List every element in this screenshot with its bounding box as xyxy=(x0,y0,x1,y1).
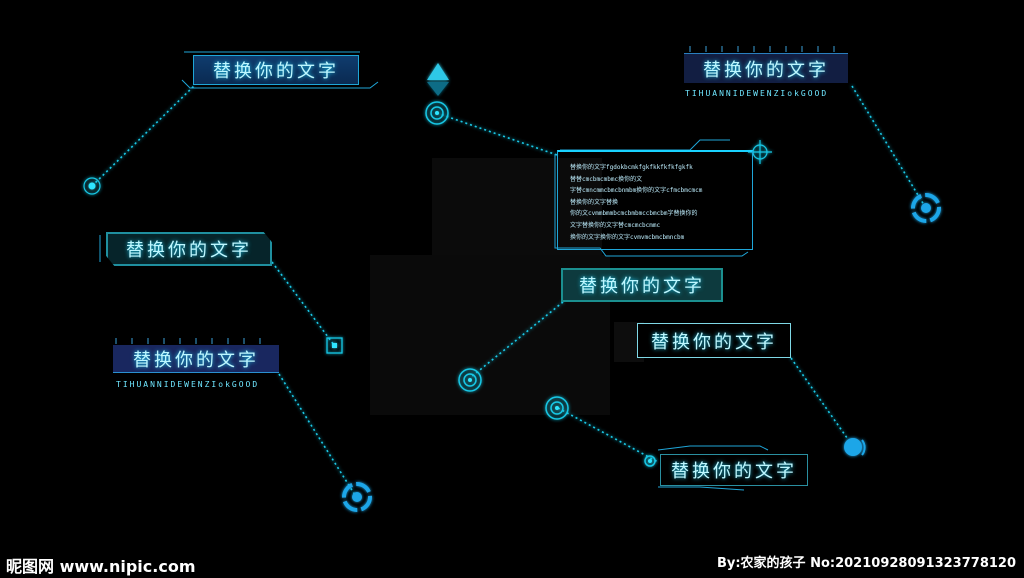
tick-scale xyxy=(115,46,835,344)
target-ring-icon xyxy=(425,101,449,125)
square-node-icon xyxy=(326,337,343,354)
label-box-3[interactable]: 替换你的文字 xyxy=(106,232,272,266)
connector-line xyxy=(851,85,925,206)
sub-caption: TIHUANNIDEWENZIokGOOD xyxy=(685,89,829,98)
cycle-arrow-icon xyxy=(844,438,866,456)
cycle-arrow-icon xyxy=(342,482,372,512)
info-line: 替换你的文字fgdokbcmkfgkfkkfkfkfgkfk xyxy=(570,164,693,171)
connector-line xyxy=(557,407,659,463)
pyramid-icon xyxy=(427,63,449,96)
label-box-6[interactable]: 替换你的文字 xyxy=(637,323,791,358)
connector-line xyxy=(278,373,356,496)
label-text: 替换你的文字 xyxy=(126,240,252,261)
label-text: 替换你的文字 xyxy=(133,349,259,371)
connector-line xyxy=(91,84,196,187)
frame-decoration xyxy=(99,51,769,491)
target-ring-icon xyxy=(83,177,101,195)
cycle-arrow-icon xyxy=(911,193,941,223)
label-box-1[interactable]: 替换你的文字 xyxy=(193,55,359,85)
watermark-site: 昵图网 www.nipic.com xyxy=(6,557,196,576)
label-text: 替换你的文字 xyxy=(213,61,339,82)
info-line: 字替cmncmmcbmcbnmbm换你的文字cfmcbmcmcm xyxy=(570,187,703,195)
label-box-7[interactable]: 替换你的文字 xyxy=(660,454,808,486)
info-line: 替替cmcbmcmbmc换你的文 xyxy=(570,175,643,183)
haze-block xyxy=(432,158,602,258)
connector-line xyxy=(790,357,853,446)
dot-node-icon xyxy=(644,455,656,467)
info-panel: 替换你的文字fgdokbcmkfgkfkkfkfkfgkfk 替替cmcbmcm… xyxy=(557,150,753,250)
label-box-5[interactable]: 替换你的文字 xyxy=(561,268,723,302)
label-box-2[interactable]: 替换你的文字 xyxy=(684,53,848,83)
label-text: 替换你的文字 xyxy=(651,331,777,353)
target-ring-icon xyxy=(545,396,569,420)
target-ring-icon xyxy=(458,368,482,392)
connector-line xyxy=(436,112,558,156)
info-line: 换你的文字换你的文字cvmvmcbmcbmncbm xyxy=(570,233,685,241)
watermark-author: By:农家的孩子 No:20210928091323778120 xyxy=(716,556,1016,571)
label-text: 替换你的文字 xyxy=(671,461,797,482)
info-line: 替换你的文字替换 xyxy=(570,198,619,206)
sub-caption: TIHUANNIDEWENZIokGOOD xyxy=(116,380,260,389)
info-line: 文字替换你的文字替cmcmcbcmmc xyxy=(570,221,661,229)
label-text: 替换你的文字 xyxy=(579,276,705,297)
connector-line xyxy=(271,261,335,346)
info-line: 你的文cvmmbmmbcmcbmbmccbmcbm字替换你的 xyxy=(570,210,698,218)
label-text: 替换你的文字 xyxy=(703,59,829,81)
connector-line xyxy=(469,301,564,379)
label-box-4[interactable]: 替换你的文字 xyxy=(113,345,279,373)
